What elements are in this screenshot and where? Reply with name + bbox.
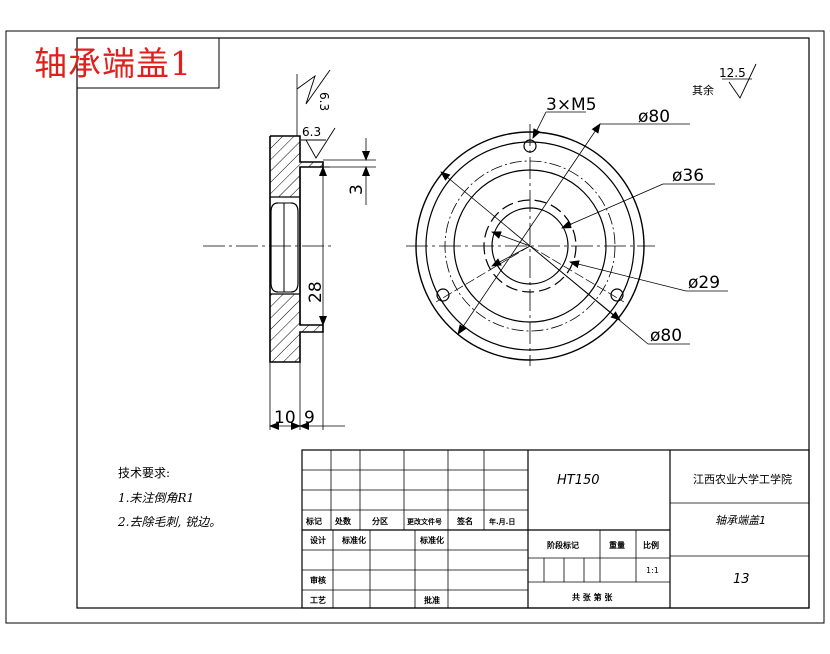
roughness-vertical-label: 6.3 xyxy=(317,92,331,111)
label-weight: 重量 xyxy=(609,541,625,550)
front-view xyxy=(406,111,728,366)
dim-28-label: 28 xyxy=(306,281,326,303)
drawing-number: 13 xyxy=(733,572,750,587)
school-name: 江西农业大学工学院 xyxy=(693,473,792,486)
dim-dia36-label: ø36 xyxy=(672,166,704,186)
label-count: 处数 xyxy=(335,517,351,526)
roughness-top-label: 6.3 xyxy=(302,125,321,139)
title-box xyxy=(76,37,220,89)
tech-requirement-2: 2.去除毛刺, 锐边。 xyxy=(118,515,222,529)
dim-dia80-bottom-label: ø80 xyxy=(650,326,682,346)
material-value: HT150 xyxy=(557,473,600,488)
label-date: 年.月.日 xyxy=(489,518,516,526)
dim-dia80-top-label: ø80 xyxy=(638,107,670,127)
label-review: 审核 xyxy=(310,576,326,585)
label-sheets: 共 张 第 张 xyxy=(572,593,613,602)
label-ratio: 比例 xyxy=(643,541,659,550)
dim-dia29-label: ø29 xyxy=(688,273,720,293)
dim-3-label: 3 xyxy=(347,184,367,195)
roughness-rest-symbol xyxy=(722,63,757,99)
part-name: 轴承端盖1 xyxy=(715,514,766,527)
label-stage-mark: 阶段标记 xyxy=(547,541,579,550)
label-design: 设计 xyxy=(310,536,326,545)
label-process: 工艺 xyxy=(310,596,326,605)
dim-10-label: 10 xyxy=(274,408,296,428)
label-change-doc: 更改文件号 xyxy=(407,518,442,526)
label-zone: 分区 xyxy=(372,517,388,526)
drawing-title: 轴承端盖1 xyxy=(34,44,192,83)
roughness-rest-label: 其余 xyxy=(692,83,714,97)
side-section-view xyxy=(203,69,376,430)
label-designer-standard: 标准化 xyxy=(342,536,366,545)
tech-requirement-1: 1.未注倒角R1 xyxy=(118,491,195,505)
tech-requirements-heading: 技术要求: xyxy=(118,466,171,480)
outer-border xyxy=(5,30,825,624)
dim-9-label: 9 xyxy=(304,408,315,428)
scale-value: 1:1 xyxy=(646,566,659,575)
label-approve: 批准 xyxy=(424,596,440,605)
title-block xyxy=(301,449,810,609)
roughness-rest-value: 12.5 xyxy=(719,66,746,80)
dim-holes-label: 3×M5 xyxy=(546,95,597,115)
label-signature: 签名 xyxy=(457,517,473,526)
label-standardize: 标准化 xyxy=(420,536,444,545)
label-mark: 标记 xyxy=(306,517,322,526)
